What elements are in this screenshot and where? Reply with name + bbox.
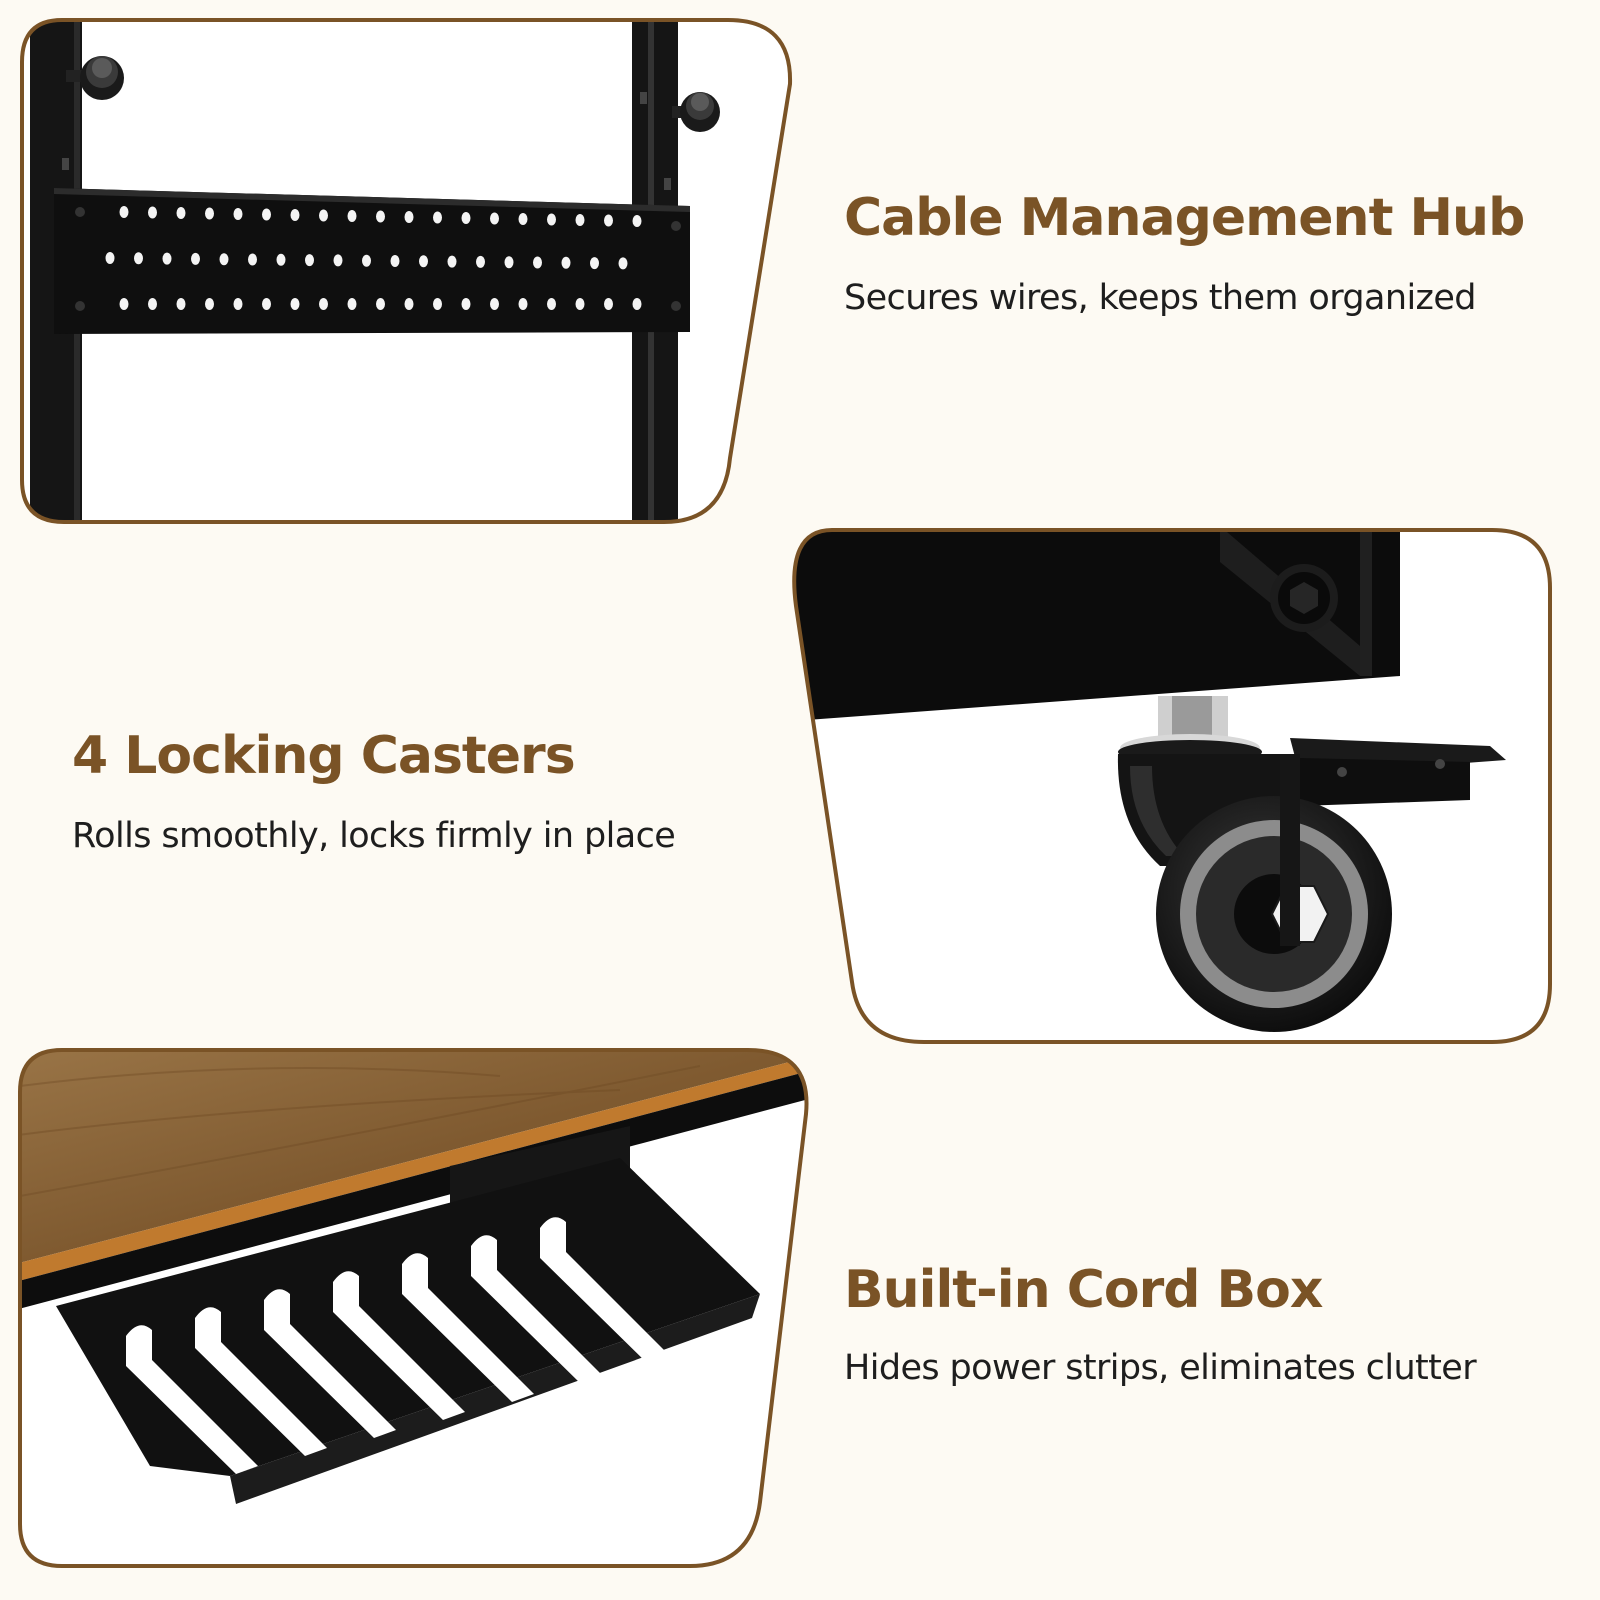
peg-hole: [205, 298, 214, 310]
peg-hole: [461, 212, 471, 224]
peg-hole: [333, 254, 343, 267]
peg-hole: [575, 298, 585, 310]
peg-hole: [162, 252, 172, 265]
peg-hole: [490, 212, 499, 225]
tray-slot: [126, 1325, 258, 1474]
tray-slot: [264, 1289, 396, 1438]
peg-hole: [390, 255, 400, 267]
feature-title: Built-in Cord Box: [844, 1260, 1323, 1320]
tray-slot: [333, 1271, 465, 1420]
peg-hole: [119, 298, 129, 310]
peg-hole: [233, 298, 243, 310]
feature-cable-management: Cable Management Hub Secures wires, keep…: [844, 188, 1525, 319]
tray-slot: [402, 1253, 534, 1402]
feature-description: Rolls smoothly, locks firmly in place: [72, 816, 676, 857]
peg-hole: [547, 213, 556, 226]
peg-hole: [376, 298, 385, 310]
peg-hole: [105, 252, 115, 264]
peg-hole: [404, 298, 414, 310]
peg-hole: [461, 298, 471, 310]
peg-hole: [590, 257, 599, 270]
peg-hole: [476, 255, 485, 268]
cord-box-image-panel: [0, 1046, 820, 1586]
peg-hole: [176, 298, 186, 310]
peg-hole: [347, 210, 357, 222]
pegboard-bar: [54, 188, 690, 334]
peg-hole: [319, 209, 328, 222]
peg-hole: [347, 298, 357, 310]
cord-box-illustration: [18, 1048, 809, 1568]
peg-hole: [404, 211, 414, 223]
peg-hole: [632, 298, 642, 310]
feature-cord-box: Built-in Cord Box Hides power strips, el…: [844, 1260, 1477, 1389]
peg-hole: [262, 298, 271, 310]
peg-hole: [219, 253, 229, 266]
peg-hole: [618, 257, 628, 270]
feature-description: Hides power strips, eliminates clutter: [844, 1348, 1477, 1389]
peg-hole: [191, 252, 200, 265]
pegboard-image-panel: [0, 0, 800, 530]
peg-hole: [148, 206, 157, 219]
peg-hole: [504, 256, 514, 269]
peg-hole: [305, 254, 314, 267]
peg-hole: [290, 298, 300, 310]
peg-hole: [518, 213, 528, 225]
peg-hole: [276, 253, 286, 266]
peg-hole: [248, 253, 257, 266]
peg-hole: [205, 207, 214, 220]
tray-slot: [471, 1235, 603, 1384]
feature-locking-casters: 4 Locking Casters Rolls smoothly, locks …: [72, 726, 676, 857]
peg-hole: [447, 255, 457, 268]
peg-hole: [419, 255, 428, 268]
peg-hole: [119, 206, 129, 218]
feature-title: 4 Locking Casters: [72, 726, 576, 786]
peg-hole: [376, 210, 385, 223]
caster-illustration: [792, 528, 1552, 1044]
wheel-icon: [1156, 796, 1392, 1032]
peg-hole: [533, 256, 542, 269]
peg-hole: [575, 214, 585, 226]
peg-hole: [290, 209, 300, 221]
knob-icon: [66, 56, 124, 100]
caster-image-panel: [780, 526, 1580, 1066]
peg-hole: [362, 254, 371, 267]
peg-hole: [319, 298, 328, 310]
peg-hole: [176, 207, 186, 219]
peg-hole: [547, 298, 556, 310]
pegboard-illustration: [20, 18, 793, 524]
peg-hole: [433, 298, 442, 310]
peg-hole: [148, 298, 157, 310]
peg-hole: [433, 211, 442, 224]
feature-description: Secures wires, keeps them organized: [844, 278, 1476, 319]
hex-bolt-icon: [1270, 564, 1338, 632]
peg-hole: [561, 256, 571, 269]
feature-title: Cable Management Hub: [844, 188, 1525, 248]
knob-icon: [672, 92, 720, 132]
peg-hole: [490, 298, 499, 310]
peg-hole: [632, 215, 642, 227]
peg-hole: [518, 298, 528, 310]
peg-hole: [604, 298, 613, 310]
peg-hole: [233, 208, 243, 220]
tray-slot: [540, 1217, 672, 1366]
peg-hole: [134, 252, 143, 265]
tray-slot: [195, 1307, 327, 1456]
peg-hole: [604, 214, 613, 227]
peg-hole: [262, 208, 271, 221]
